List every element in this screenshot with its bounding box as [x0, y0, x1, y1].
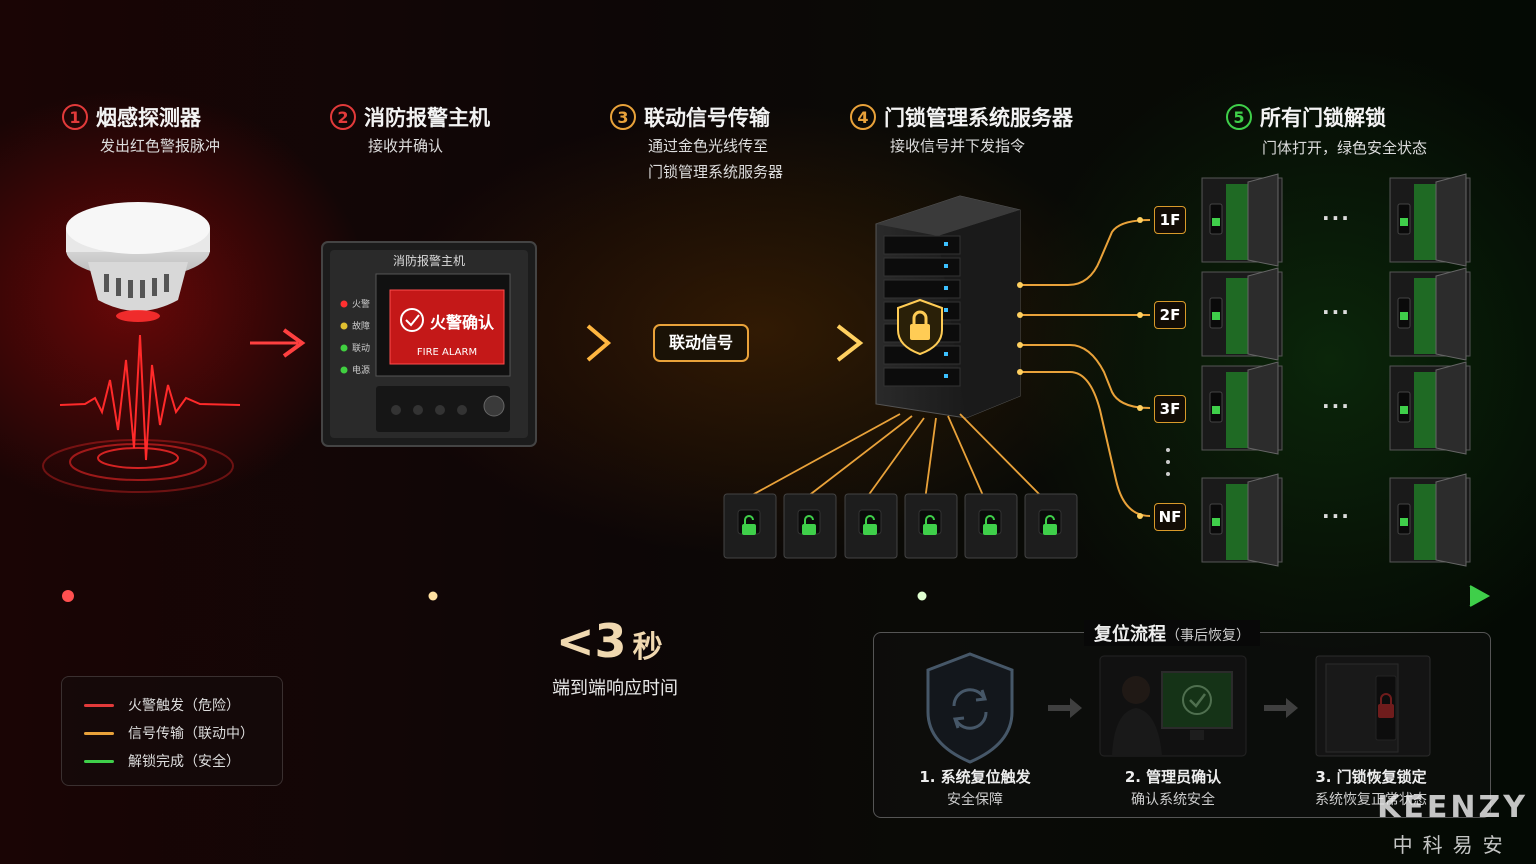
- response-time: <3 秒: [556, 614, 663, 668]
- response-time-unit: 秒: [632, 630, 663, 665]
- reset-step-3: 3. 门锁恢复锁定 系统恢复正常状态: [1296, 766, 1446, 809]
- step-2-title: 消防报警主机: [364, 106, 490, 130]
- bottom-lock-units: [723, 493, 1078, 559]
- server-rack-icon: [875, 195, 1021, 419]
- response-time-caption: 端到端响应时间: [552, 678, 678, 699]
- lock-fan-lines: [742, 413, 1046, 501]
- step-3-number: 3: [610, 104, 636, 130]
- step-2-subtitle: 接收并确认: [368, 137, 444, 155]
- step-2-heading: 2 消防报警主机: [330, 102, 490, 132]
- step-3-subtitle-line1: 通过金色光线传至: [648, 137, 769, 155]
- legend: 火警触发（危险） 信号传输（联动中） 解锁完成（安全）: [61, 676, 283, 786]
- reset-title-note: （事后恢复）: [1166, 628, 1250, 644]
- step-4-title: 门锁管理系统服务器: [884, 106, 1073, 130]
- reset-step-3-title: 3. 门锁恢复锁定: [1315, 768, 1427, 786]
- reset-step-1-title: 1. 系统复位触发: [919, 768, 1031, 786]
- step-4-subtitle: 接收信号并下发指令: [890, 137, 1026, 155]
- step-1-title: 烟感探测器: [96, 106, 201, 130]
- step-3-subtitle-line2: 门锁管理系统服务器: [648, 163, 784, 181]
- legend-label-safe: 解锁完成（安全）: [128, 754, 240, 770]
- indicator-linkage: 联动: [352, 344, 371, 354]
- reset-step-1-sub: 安全保障: [947, 792, 1003, 808]
- floor-connection-lines: [1020, 219, 1151, 517]
- door-row-3-ellipsis: ···: [1322, 394, 1351, 418]
- reset-step-2-sub: 确认系统安全: [1131, 792, 1215, 808]
- indicator-fire: 火警: [352, 300, 371, 310]
- door-row-n-ellipsis: ···: [1322, 504, 1351, 528]
- reset-step-2-title: 2. 管理员确认: [1124, 768, 1222, 786]
- panel-screen-sub: FIRE ALARM: [416, 347, 478, 358]
- fire-alarm-panel: [321, 241, 537, 447]
- reset-step-1: 1. 系统复位触发 安全保障: [900, 766, 1050, 809]
- timeline: [62, 585, 1491, 607]
- signal-beam: [540, 315, 850, 371]
- step-3-title: 联动信号传输: [644, 106, 770, 130]
- alarm-pulse-wave: [42, 334, 241, 493]
- step-4-number: 4: [850, 104, 876, 130]
- step-1-number: 1: [62, 104, 88, 130]
- signal-label-box: [653, 324, 749, 362]
- step-5-subtitle: 门体打开，绿色安全状态: [1262, 139, 1428, 157]
- signal-label: 联动信号: [668, 333, 733, 352]
- door-row-2-ellipsis: ···: [1322, 300, 1351, 324]
- indicator-fault: 故障: [352, 322, 371, 332]
- step-3-heading: 3 联动信号传输: [610, 102, 770, 132]
- step-5-number: 5: [1226, 104, 1252, 130]
- red-arrow-icon: [250, 328, 306, 358]
- floor-label-2f: 2F: [1154, 301, 1186, 329]
- gold-arrow-left-icon: [586, 324, 612, 362]
- panel-screen-main: 火警确认: [430, 313, 495, 332]
- step-5-heading: 5 所有门锁解锁: [1226, 102, 1386, 132]
- open-door-grid: [1201, 173, 1471, 567]
- reset-step-2: 2. 管理员确认 确认系统安全: [1098, 766, 1248, 809]
- gold-arrow-right-icon: [836, 324, 864, 362]
- brand-name-en: KEENZY: [1377, 790, 1528, 825]
- connection-nodes: [1017, 217, 1143, 519]
- floor-label-1f: 1F: [1154, 206, 1186, 234]
- door-row-1-ellipsis: ···: [1322, 206, 1351, 230]
- legend-label-danger: 火警触发（危险）: [128, 698, 240, 714]
- step-1-heading: 1 烟感探测器: [62, 102, 201, 132]
- legend-item-signal: 信号传输（联动中）: [84, 723, 254, 743]
- legend-swatch-danger: [84, 703, 114, 707]
- step-1-subtitle: 发出红色警报脉冲: [100, 137, 221, 155]
- reset-process-title: 复位流程（事后恢复）: [1084, 620, 1260, 646]
- brand-logo: KEENZY 中科易安: [1377, 790, 1528, 858]
- legend-swatch-safe: [84, 759, 114, 763]
- vertical-dots: [1166, 448, 1170, 476]
- response-time-value: <3: [556, 614, 627, 668]
- step-5-title: 所有门锁解锁: [1260, 106, 1386, 130]
- indicator-power: 电源: [352, 366, 371, 376]
- legend-item-danger: 火警触发（危险）: [84, 695, 240, 715]
- reset-step-3-sub: 系统恢复正常状态: [1315, 792, 1427, 808]
- step-2-number: 2: [330, 104, 356, 130]
- brand-name-cn: 中科易安: [1392, 833, 1513, 857]
- reset-title-text: 复位流程: [1094, 624, 1166, 645]
- floor-label-3f: 3F: [1154, 395, 1186, 423]
- step-4-heading: 4 门锁管理系统服务器: [850, 102, 1073, 132]
- legend-label-signal: 信号传输（联动中）: [128, 726, 254, 742]
- legend-swatch-signal: [84, 731, 114, 735]
- floor-label-nf: NF: [1154, 503, 1186, 531]
- smoke-detector-icon: [66, 202, 210, 322]
- legend-item-safe: 解锁完成（安全）: [84, 751, 240, 771]
- panel-title: 消防报警主机: [392, 254, 465, 268]
